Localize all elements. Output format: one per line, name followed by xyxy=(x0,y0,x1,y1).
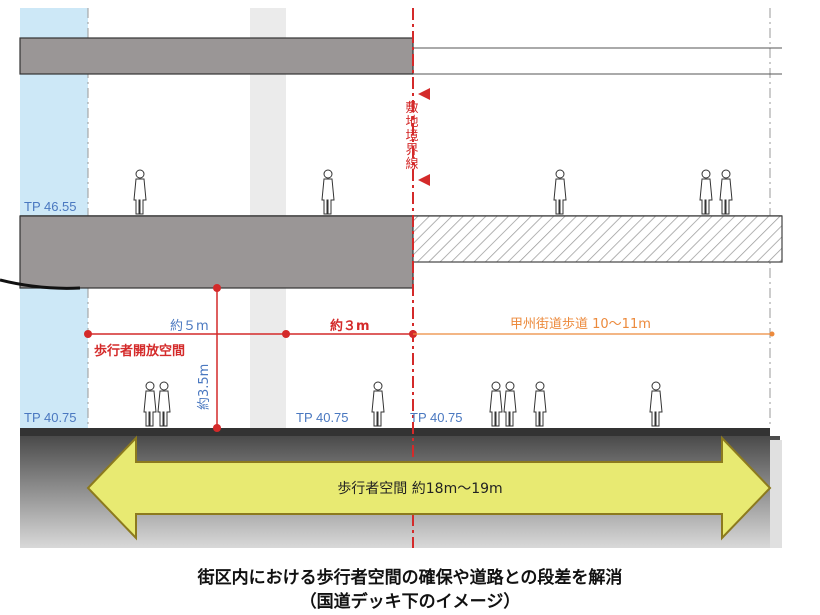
red-triangle-marker-icon xyxy=(418,88,430,100)
caption-line-1: 街区内における歩行者空間の確保や道路との段差を解消 xyxy=(197,568,623,588)
caption-line-2: （国道デッキ下のイメージ） xyxy=(299,592,521,612)
open-space-label: 歩行者開放空間 xyxy=(94,343,185,359)
boundary-line-char: 地 xyxy=(405,115,418,130)
pedestrian-space-label: 歩行者空間 約18m～19m xyxy=(337,481,502,497)
boundary-line-label: 敷地境界線 xyxy=(405,101,418,172)
ground-surface xyxy=(20,428,770,436)
tp-lower-left-label: TP 40.75 xyxy=(24,410,77,425)
dim-5m-label: 約５m xyxy=(170,319,209,334)
dimension-points xyxy=(84,284,417,432)
red-triangle-marker-icon xyxy=(418,174,430,186)
dimension-lines xyxy=(88,288,413,428)
tp-lower-mid-label: TP 40.75 xyxy=(296,410,349,425)
ground-edge xyxy=(770,440,782,548)
hatched-slab xyxy=(412,215,783,263)
boundary-line-char: 敷 xyxy=(405,101,418,116)
boundary-line-char: 界 xyxy=(405,143,418,158)
upper-slab-top xyxy=(19,37,414,75)
dim-3m-label: 約３m xyxy=(330,318,370,334)
middle-slab xyxy=(19,215,414,289)
tp-upper-label: TP 46.55 xyxy=(24,199,77,214)
boundary-line-char: 線 xyxy=(405,156,418,172)
dim-3-5m-label: 約3.5m xyxy=(197,364,212,410)
dim-sidewalk-label: 甲州街道歩道 10～11m xyxy=(510,317,651,332)
pedestrian-space-arrow xyxy=(86,435,772,541)
tp-lower-right-label: TP 40.75 xyxy=(410,410,463,425)
boundary-line-char: 境 xyxy=(405,129,418,144)
left-curve-mark xyxy=(0,278,81,290)
sidewalk-end-point xyxy=(769,331,775,337)
right-top-lines xyxy=(413,47,782,75)
